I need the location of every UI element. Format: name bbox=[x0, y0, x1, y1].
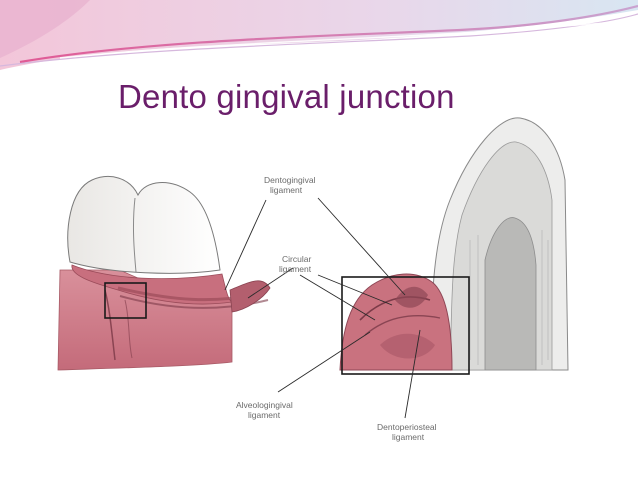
label-alveologingival-ligament-1: Alveologingival bbox=[236, 400, 293, 410]
dentogingival-illustration: Dentogingival ligament Circular ligament… bbox=[57, 117, 569, 442]
header-wave-decoration bbox=[0, 0, 638, 70]
label-dentoperiosteal-ligament-2: ligament bbox=[392, 432, 425, 442]
tooth-cross-section bbox=[339, 117, 569, 375]
label-circular-ligament-2: ligament bbox=[279, 264, 312, 274]
left-teeth-block bbox=[57, 176, 271, 371]
label-dentogingival-ligament-1: Dentogingival bbox=[264, 175, 316, 185]
slide-title: Dento gingival junction bbox=[118, 78, 455, 115]
label-alveologingival-ligament-2: ligament bbox=[248, 410, 281, 420]
right-focus-box bbox=[341, 276, 470, 375]
label-circular-ligament-1: Circular bbox=[282, 254, 311, 264]
label-dentoperiosteal-ligament-1: Dentoperiosteal bbox=[377, 422, 437, 432]
label-dentogingival-ligament-2: ligament bbox=[270, 185, 303, 195]
left-focus-box bbox=[104, 282, 147, 319]
leader-lines bbox=[224, 197, 421, 419]
